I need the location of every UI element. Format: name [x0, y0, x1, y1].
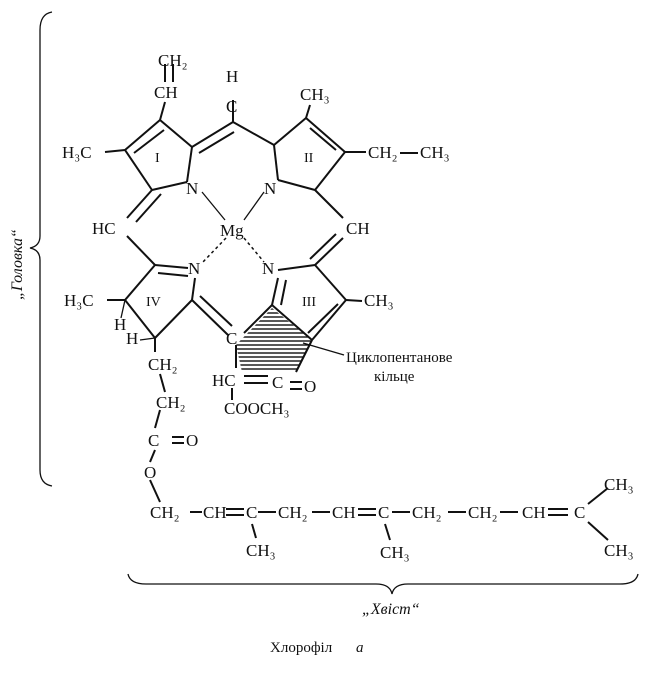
- tail-ch-3: CH: [522, 503, 546, 522]
- atom-h3c-ring4: H₃C: [64, 291, 94, 310]
- tail-ch2-4: CH₂: [468, 503, 498, 522]
- tail-ch3-bottom: CH₃: [604, 541, 634, 560]
- atom-o-ketone: O: [304, 377, 316, 396]
- atom-c-ring5: C: [226, 329, 237, 348]
- tail-ch-2: CH: [332, 503, 356, 522]
- head-label: „Головка“: [9, 229, 26, 300]
- ring-2: [273, 117, 346, 191]
- ring-label-4: IV: [146, 295, 161, 310]
- tail-ch3-top: CH₃: [604, 475, 634, 494]
- atom-o-link: O: [144, 463, 156, 482]
- atom-hc-ring5: HC: [212, 371, 236, 390]
- atom-h3c-ring1: H₃C: [62, 143, 92, 162]
- caption-letter: a: [356, 640, 364, 656]
- atom-h-meso: H: [226, 67, 238, 86]
- tail-c-1: C: [246, 503, 257, 522]
- atom-o-ester: O: [186, 431, 198, 450]
- ring-label-2: II: [304, 151, 314, 166]
- atom-ch2-propionate-2: CH₂: [156, 393, 186, 412]
- caption-name: Хлорофіл: [270, 640, 333, 656]
- atom-h-ring4-a: H: [114, 315, 126, 334]
- annotation-pointer: [302, 342, 345, 356]
- atom-n2: N: [264, 179, 276, 198]
- atom-mg: Mg: [220, 221, 244, 240]
- tail-ch3-1: CH₃: [246, 541, 276, 560]
- atom-ch-right: CH: [346, 219, 370, 238]
- ring-4: [124, 264, 196, 339]
- atom-n3: N: [262, 259, 274, 278]
- tail-ch2-1: CH₂: [150, 503, 180, 522]
- atom-ch2-propionate-1: CH₂: [148, 355, 178, 374]
- head-brace: [29, 11, 53, 487]
- atom-n4: N: [188, 259, 200, 278]
- atom-hc-left: HC: [92, 219, 116, 238]
- atom-ch3-ring2: CH₃: [300, 85, 330, 104]
- atom-c-ketone: C: [272, 373, 283, 392]
- ring-label-3: III: [302, 295, 316, 310]
- tail-ch2-2: CH₂: [278, 503, 308, 522]
- ring-3: [271, 264, 347, 341]
- tail-label: „Хвіст“: [362, 601, 420, 618]
- annotation-line-2: кільце: [374, 369, 415, 385]
- tail-ch2-3: CH₂: [412, 503, 442, 522]
- atom-ch-vinyl: CH: [154, 83, 178, 102]
- tail-c-2: C: [378, 503, 389, 522]
- annotation-line-1: Циклопентанове: [346, 350, 453, 366]
- tail-ch3-2: CH₃: [380, 543, 410, 562]
- ring-1: [124, 119, 193, 191]
- ring-label-1: I: [155, 151, 160, 166]
- atom-cooch3: COOCH₃: [224, 399, 290, 418]
- atom-ch3-ethyl: CH₃: [420, 143, 450, 162]
- atom-c-meso: C: [226, 97, 237, 116]
- atom-h-ring4-b: H: [126, 329, 138, 348]
- tail-ch-1: CH: [203, 503, 227, 522]
- cyclopentanone-ring-hatch: [236, 308, 312, 372]
- tail-c-3: C: [574, 503, 585, 522]
- tail-brace: [127, 573, 639, 595]
- atom-ch2-ethyl: CH₂: [368, 143, 398, 162]
- atom-ch3-ring3: CH₃: [364, 291, 394, 310]
- atom-c-ester: C: [148, 431, 159, 450]
- atom-ch2-vinyl: CH₂: [158, 51, 188, 70]
- atom-n1: N: [186, 179, 198, 198]
